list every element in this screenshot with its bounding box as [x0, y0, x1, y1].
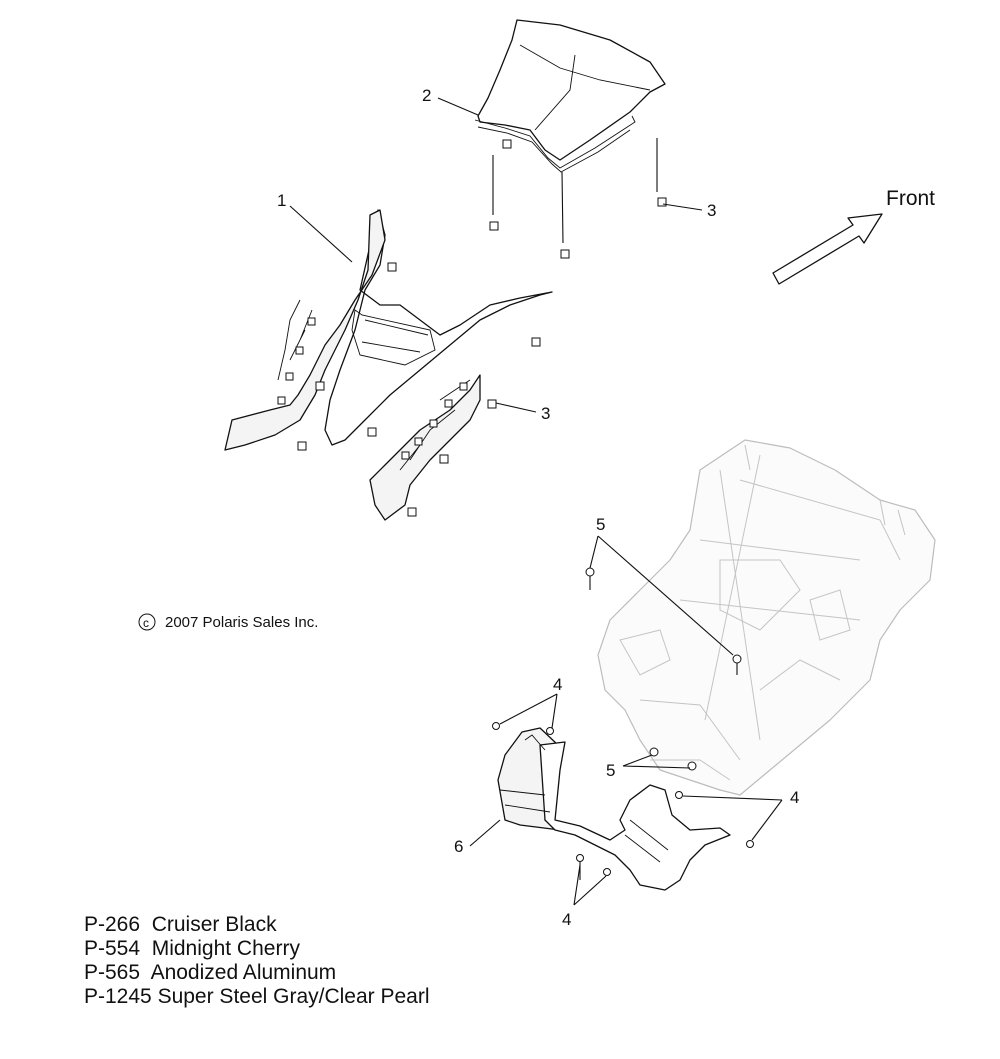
- callout-4-bottom: 4: [562, 910, 571, 929]
- color-code-row: P-565 Anodized Aluminum: [84, 961, 430, 985]
- front-label: Front: [886, 187, 935, 210]
- callout-3-lower: 3: [541, 404, 550, 423]
- color-code-legend: P-266 Cruiser Black P-554 Midnight Cherr…: [84, 913, 430, 1009]
- front-arrow-icon: [772, 213, 883, 285]
- copyright-text: 2007 Polaris Sales Inc.: [165, 614, 318, 631]
- color-name: Super Steel Gray/Clear Pearl: [157, 985, 430, 1008]
- callout-5-upper: 5: [596, 515, 605, 534]
- callout-4-right: 4: [790, 788, 799, 807]
- color-name: Anodized Aluminum: [150, 961, 337, 984]
- callout-5-lower: 5: [606, 761, 615, 780]
- callout-6: 6: [454, 837, 463, 856]
- color-code-row: P-266 Cruiser Black: [84, 913, 430, 937]
- fasteners: [492, 567, 754, 880]
- part-2-windshield: [474, 19, 666, 173]
- color-code: P-1245: [84, 985, 152, 1008]
- color-code-row: P-554 Midnight Cherry: [84, 937, 430, 961]
- callout-4-upper: 4: [553, 675, 562, 694]
- color-code: P-266: [84, 913, 141, 936]
- color-name: Cruiser Black: [151, 913, 277, 936]
- part-1-fairing: [224, 209, 553, 521]
- front-direction-arrow: Front: [772, 187, 935, 285]
- callout-1: 1: [277, 191, 286, 210]
- frame-assembly-ghost: [597, 439, 936, 796]
- copyright-notice: c 2007 Polaris Sales Inc.: [138, 613, 318, 631]
- part-6-lower-cover: [497, 727, 731, 891]
- copyright-symbol-letter: c: [143, 616, 149, 630]
- callout-labels: 1 2 3 3 5 4 5 4 6 4: [277, 86, 799, 929]
- color-code: P-565: [84, 961, 141, 984]
- callout-3-upper: 3: [707, 201, 716, 220]
- color-code-row: P-1245 Super Steel Gray/Clear Pearl: [84, 985, 430, 1009]
- color-name: Midnight Cherry: [151, 937, 300, 960]
- callout-2: 2: [422, 86, 431, 105]
- leader-lines: [289, 97, 783, 906]
- color-code: P-554: [84, 937, 141, 960]
- copyright-symbol-icon: [138, 613, 156, 631]
- clips-part-3: [297, 138, 667, 517]
